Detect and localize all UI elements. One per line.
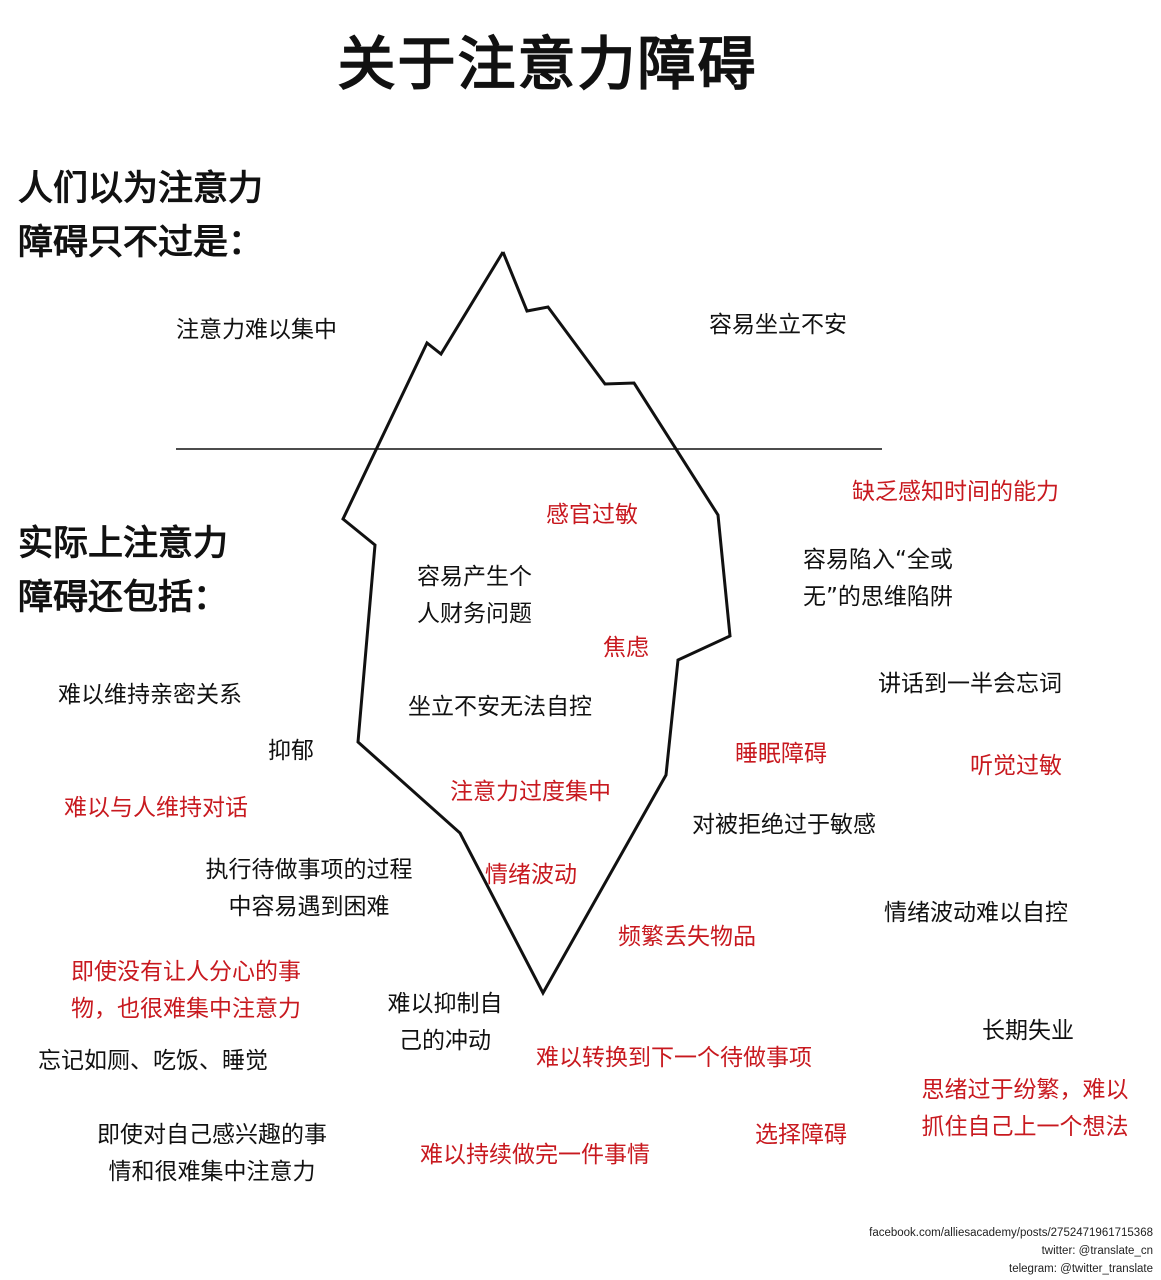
below-item: 对被拒绝过于敏感	[692, 812, 876, 838]
below-item: 难以转换到下一个待做事项	[536, 1045, 812, 1071]
below-item: 执行待做事项的过程 中容易遇到困难	[205, 857, 413, 920]
above-item: 注意力难以集中	[176, 317, 337, 343]
below-item: 讲话到一半会忘词	[878, 671, 1062, 697]
page-title: 关于注意力障碍	[337, 30, 758, 98]
below-item: 难以抑制自 己的冲动	[387, 991, 503, 1054]
below-item: 焦虑	[603, 635, 649, 661]
below-item: 缺乏感知时间的能力	[852, 479, 1059, 505]
below-item: 情绪波动难以自控	[884, 900, 1068, 926]
below-item: 睡眠障碍	[735, 741, 827, 767]
below-item: 坐立不安无法自控	[408, 694, 592, 720]
above-item: 容易坐立不安	[709, 312, 847, 338]
below-item: 难以持续做完一件事情	[420, 1142, 650, 1168]
iceberg-outline	[341, 251, 732, 997]
below-item: 难以与人维持对话	[64, 795, 248, 821]
below-item: 忘记如厕、吃饭、睡觉	[38, 1048, 268, 1074]
below-item: 抑郁	[268, 738, 314, 764]
below-item: 思绪过于纷繁，难以 抓住自己上一个想法	[921, 1077, 1129, 1140]
below-water-heading: 实际上注意力 障碍还包括：	[18, 524, 229, 618]
below-item: 选择障碍	[755, 1122, 847, 1148]
below-item: 即使对自己感兴趣的事 情和很难集中注意力	[97, 1122, 327, 1185]
below-item: 听觉过敏	[970, 753, 1062, 779]
below-item: 注意力过度集中	[450, 779, 611, 805]
below-item: 难以维持亲密关系	[58, 682, 242, 708]
below-item: 即使没有让人分心的事 物，也很难集中注意力	[71, 959, 301, 1022]
below-item: 长期失业	[982, 1018, 1074, 1044]
source-credits: facebook.com/alliesacademy/posts/2752471…	[869, 1227, 1153, 1275]
above-water-heading: 人们以为注意力 障碍只不过是：	[18, 169, 264, 263]
below-item: 频繁丢失物品	[618, 924, 756, 950]
below-item: 情绪波动	[485, 862, 577, 888]
below-item: 容易陷入“全或 无”的思维陷阱	[803, 547, 953, 610]
below-item: 容易产生个 人财务问题	[417, 564, 532, 627]
below-item: 感官过敏	[546, 502, 638, 528]
